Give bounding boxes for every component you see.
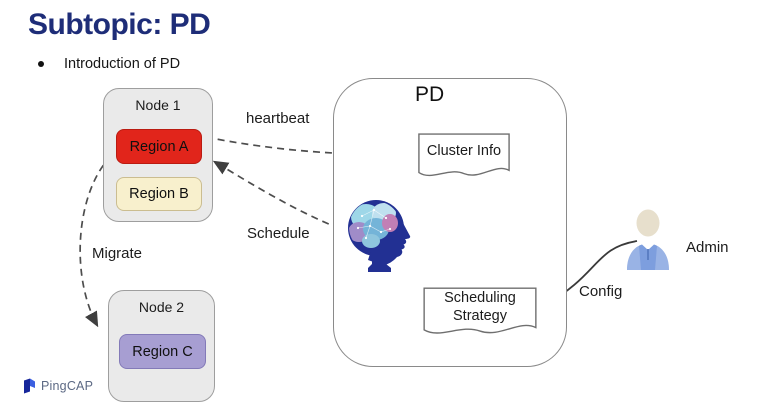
cluster-info-doc: Cluster Info xyxy=(418,133,510,180)
migrate-label: Migrate xyxy=(92,245,143,262)
bullet-text: Introduction of PD xyxy=(64,56,181,72)
node1-title: Node 1 xyxy=(135,97,181,113)
admin-label: Admin xyxy=(686,239,729,256)
schedule-label: Schedule xyxy=(247,225,310,242)
document-shape-icon xyxy=(423,287,537,338)
pingcap-logo-icon xyxy=(24,378,35,394)
config-label: Config xyxy=(579,283,623,300)
region-a: Region A xyxy=(116,129,202,164)
region-c: Region C xyxy=(119,334,206,369)
cluster-info-label: Cluster Info xyxy=(426,143,502,160)
brand-text: PingCAP xyxy=(41,379,94,393)
node2-title: Node 2 xyxy=(138,299,185,315)
admin-person-icon xyxy=(627,209,669,270)
page-title: Subtopic: PD xyxy=(28,8,211,41)
scheduling-strategy-doc: Scheduling Strategy xyxy=(423,287,537,338)
brand-logo: PingCAP xyxy=(22,378,93,394)
scheduling-strategy-label: Scheduling Strategy xyxy=(444,289,516,324)
brain-icon xyxy=(348,200,411,272)
document-shape-icon xyxy=(418,133,510,180)
region-b: Region B xyxy=(116,177,202,211)
pd-title: PD xyxy=(415,83,445,106)
schedule-arrow xyxy=(212,160,352,234)
bullet-item: Introduction of PD xyxy=(38,56,180,72)
node2-box: Node 2 Region C xyxy=(108,290,215,402)
heartbeat-label: heartbeat xyxy=(246,110,310,127)
bullet-icon xyxy=(38,61,44,67)
node1-box: Node 1 Region A Region B xyxy=(103,88,213,222)
